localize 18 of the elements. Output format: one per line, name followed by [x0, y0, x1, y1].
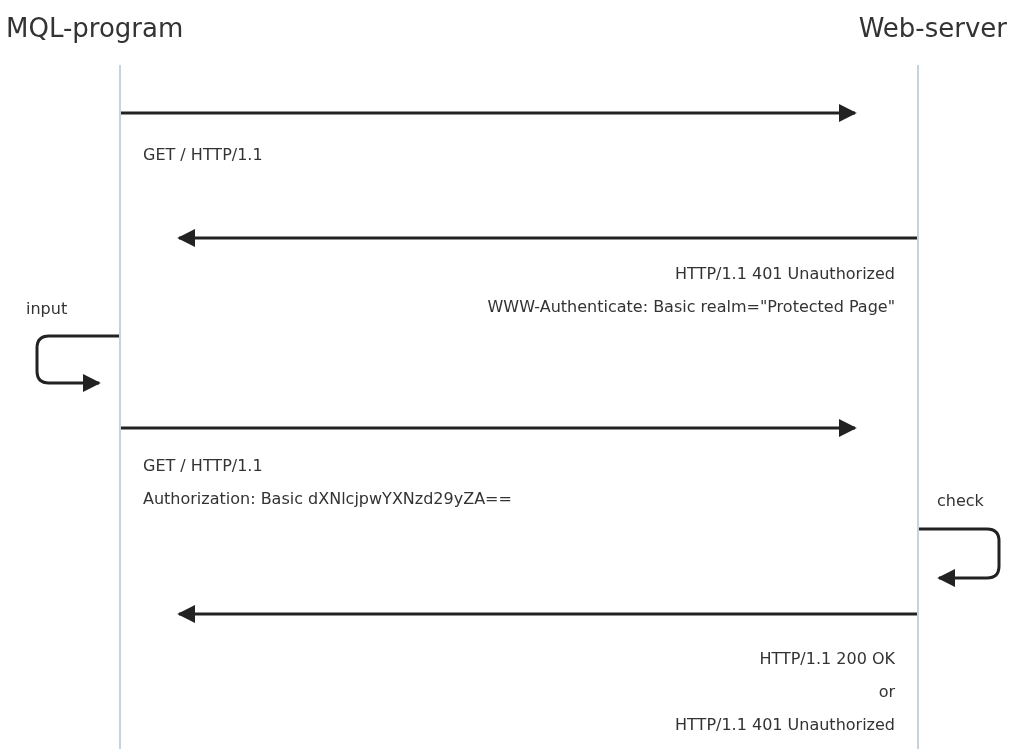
message-text: HTTP/1.1 200 OK: [759, 648, 895, 670]
message-text: WWW-Authenticate: Basic realm="Protected Page": [487, 296, 895, 318]
message-arrow: [177, 229, 917, 247]
participant-label: Web-server: [767, 8, 1007, 48]
message-text: or: [878, 681, 895, 703]
self-arrow: [35, 334, 119, 392]
lifeline: [119, 65, 121, 749]
participant-label: MQL-program: [6, 8, 246, 48]
message-text: GET / HTTP/1.1: [143, 455, 263, 477]
message-arrow: [121, 419, 857, 437]
message-text: HTTP/1.1 401 Unauthorized: [675, 714, 895, 736]
message-arrow: [177, 605, 917, 623]
lifeline: [917, 65, 919, 749]
message-text: HTTP/1.1 401 Unauthorized: [675, 263, 895, 285]
message-text: GET / HTTP/1.1: [143, 144, 263, 166]
self-arrow: [919, 527, 1001, 587]
message-arrow: [121, 104, 857, 122]
message-text: Authorization: Basic dXNlcjpwYXNzd29yZA==: [143, 488, 512, 510]
